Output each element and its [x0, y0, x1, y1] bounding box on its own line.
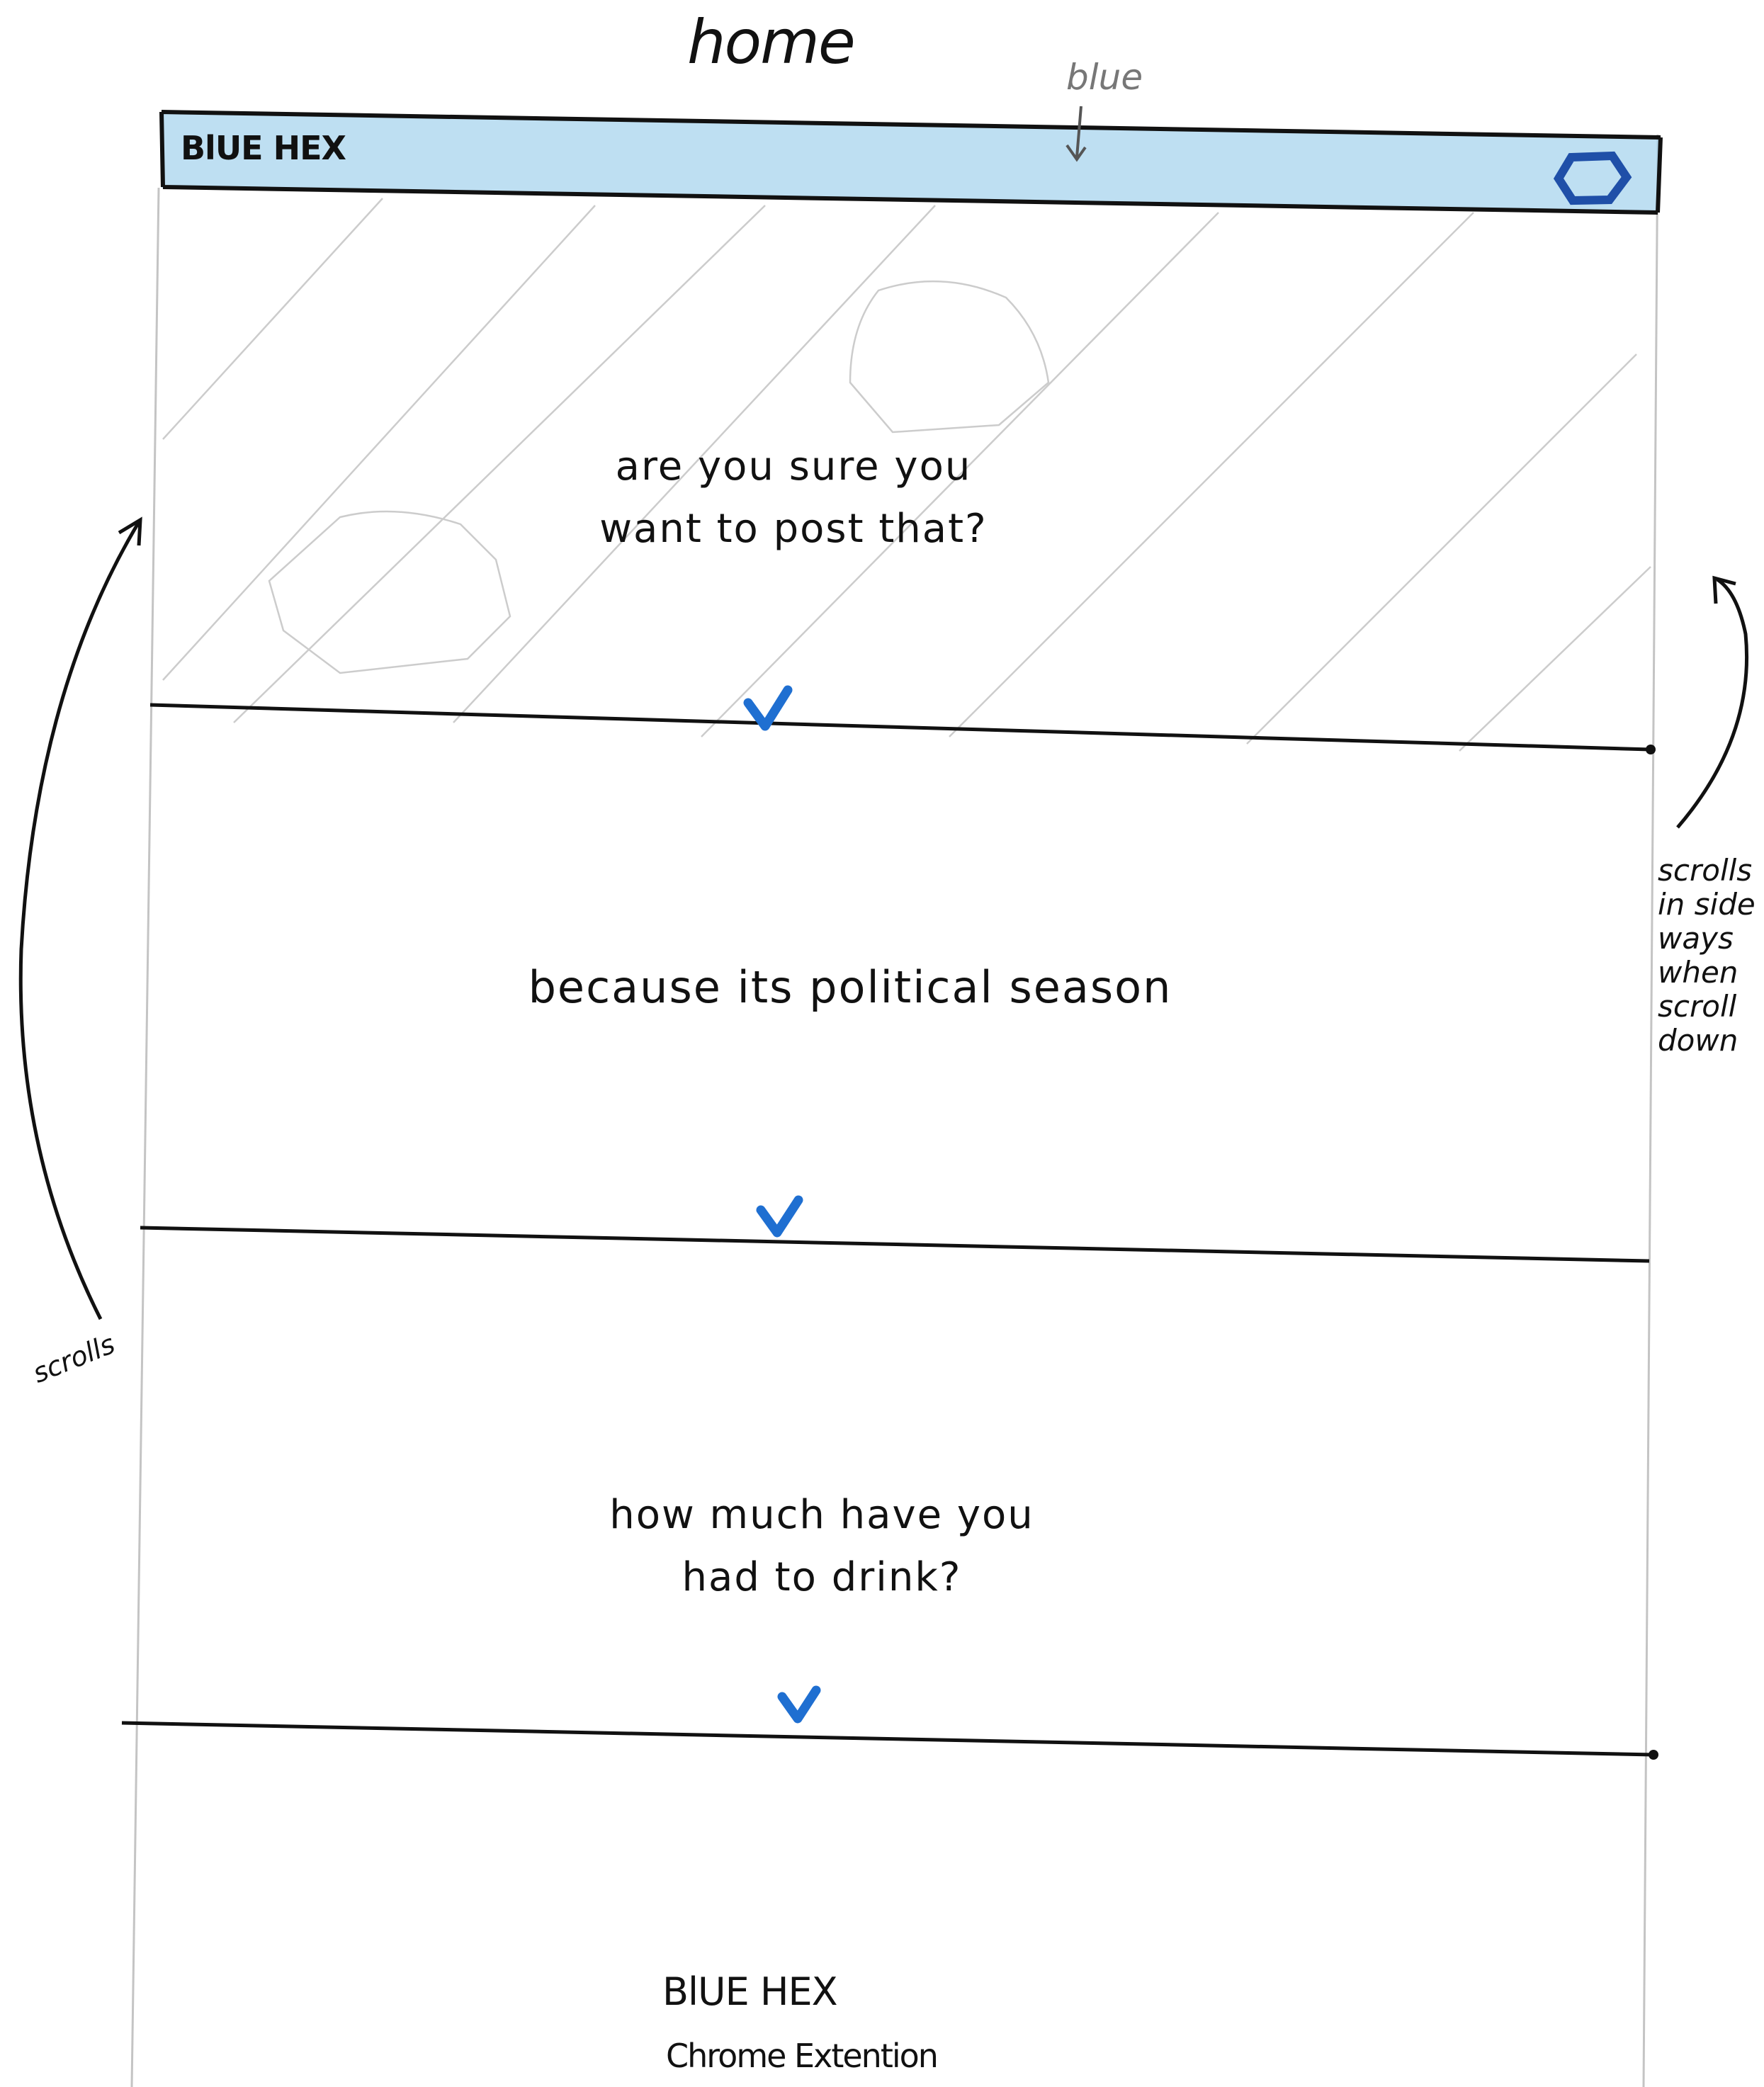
- left-scroll-arrow: [18, 521, 141, 1320]
- panel-divider-2: [140, 1226, 1650, 1263]
- page-title: home: [687, 7, 856, 78]
- blue-note-arrow: [1065, 106, 1087, 162]
- footer-brand: BlUE HEX: [662, 1969, 838, 2014]
- panel-divider-1: [149, 703, 1651, 752]
- panel-divider-3: [121, 1721, 1654, 1757]
- panel-3-message: how much have you had to drink?: [609, 1492, 1034, 1600]
- right-scroll-arrowhead: [1712, 575, 1736, 604]
- hero-hatching: [162, 198, 1651, 752]
- chevron-down-icon[interactable]: [743, 685, 793, 731]
- frame-left-edge: [130, 187, 160, 2087]
- left-scroll-arrowhead: [118, 516, 142, 546]
- header-brand[interactable]: BlUE HEX: [181, 129, 346, 167]
- header-bar: [159, 110, 1663, 215]
- panel-2-message: because its political season: [528, 961, 1172, 1013]
- hexagon-icon[interactable]: [1553, 151, 1632, 205]
- chevron-down-icon[interactable]: [777, 1685, 821, 1724]
- right-scroll-arrow: [1676, 577, 1749, 829]
- panel-1-message: are you sure you want to post that?: [599, 443, 988, 552]
- chevron-down-icon[interactable]: [756, 1195, 803, 1238]
- frame-right-edge: [1642, 134, 1659, 2087]
- right-scroll-note: scrolls in side ways when scroll down: [1658, 853, 1755, 1058]
- footer-subtitle: Chrome Extention: [666, 2037, 939, 2075]
- header-color-note: blue: [1066, 57, 1143, 98]
